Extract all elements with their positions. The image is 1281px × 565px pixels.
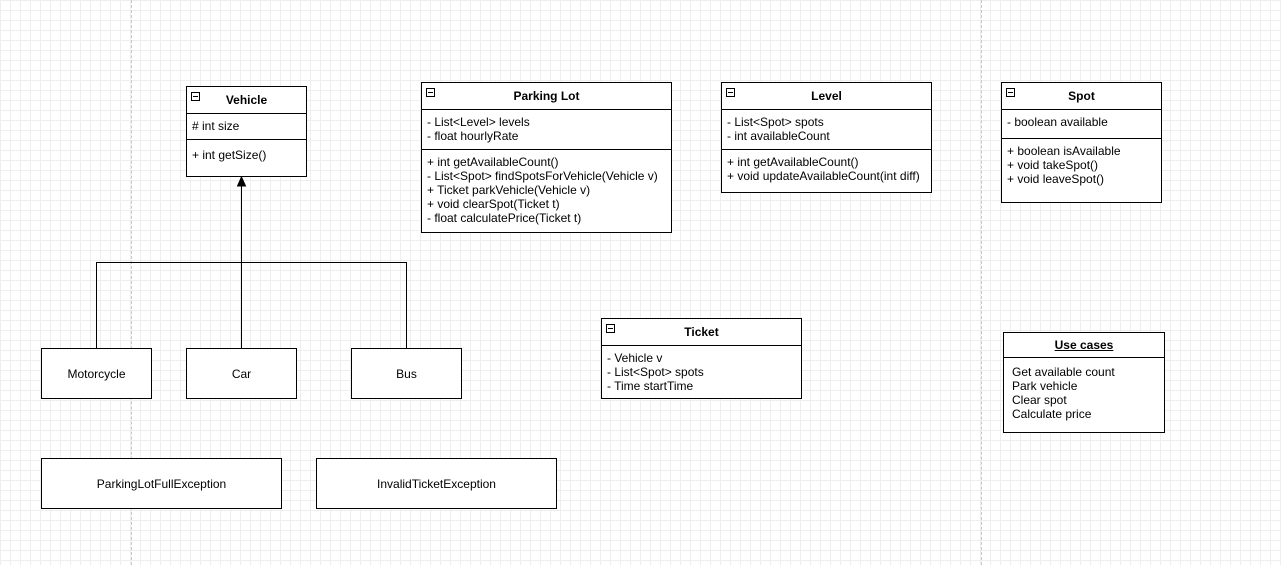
collapse-icon[interactable] bbox=[426, 88, 435, 97]
class-spot[interactable]: Spot - boolean available + boolean isAva… bbox=[1001, 82, 1162, 203]
use-case-item: Park vehicle bbox=[1012, 379, 1078, 393]
methods-section: + int getAvailableCount() + void updateA… bbox=[722, 149, 931, 189]
use-cases-box[interactable]: Use cases Get available count Park vehic… bbox=[1003, 332, 1165, 433]
method: + boolean isAvailable bbox=[1007, 144, 1121, 158]
class-motorcycle[interactable]: Motorcycle bbox=[41, 348, 152, 399]
attribute: - Vehicle v bbox=[607, 351, 663, 365]
class-parking-lot[interactable]: Parking Lot - List<Level> levels - float… bbox=[421, 82, 672, 233]
class-name: Motorcycle bbox=[67, 366, 126, 381]
class-name: InvalidTicketException bbox=[377, 476, 496, 491]
use-case-item: Get available count bbox=[1012, 365, 1115, 379]
class-name: ParkingLotFullException bbox=[96, 476, 227, 491]
attribute: - List<Spot> spots bbox=[607, 365, 704, 379]
method: - List<Spot> findSpotsForVehicle(Vehicle… bbox=[427, 169, 658, 183]
attributes-section: - List<Spot> spots - int availableCount bbox=[722, 110, 931, 149]
method: + Ticket parkVehicle(Vehicle v) bbox=[427, 183, 591, 197]
class-name: Parking Lot bbox=[513, 89, 580, 103]
method: - float calculatePrice(Ticket t) bbox=[427, 211, 582, 225]
class-name: Bus bbox=[396, 366, 417, 381]
generalization-arrowhead bbox=[236, 175, 247, 187]
use-cases-list: Get available count Park vehicle Clear s… bbox=[1004, 358, 1164, 428]
collapse-icon[interactable] bbox=[606, 324, 615, 333]
attributes-section: - List<Level> levels - float hourlyRate bbox=[422, 110, 671, 149]
class-name: Level bbox=[811, 89, 842, 103]
method: + void leaveSpot() bbox=[1007, 172, 1105, 186]
attribute: # int size bbox=[192, 119, 240, 133]
class-name: Car bbox=[231, 366, 252, 381]
methods-section: + int getAvailableCount() - List<Spot> f… bbox=[422, 149, 671, 231]
class-vehicle[interactable]: Vehicle # int size + int getSize() bbox=[186, 86, 307, 177]
class-name: Spot bbox=[1068, 89, 1095, 103]
generalization-edge-bus bbox=[241, 262, 407, 348]
attribute: - float hourlyRate bbox=[427, 129, 519, 143]
methods-section: + int getSize() bbox=[187, 139, 306, 168]
generalization-edge-motorcycle bbox=[96, 262, 242, 348]
class-name: Ticket bbox=[684, 325, 719, 339]
attribute: - boolean available bbox=[1007, 115, 1108, 129]
class-parking-lot-full-exception[interactable]: ParkingLotFullException bbox=[41, 458, 282, 509]
method: + int getAvailableCount() bbox=[727, 155, 859, 169]
class-bus[interactable]: Bus bbox=[351, 348, 462, 399]
class-car[interactable]: Car bbox=[186, 348, 297, 399]
class-name: Vehicle bbox=[225, 93, 268, 107]
page-boundary-left bbox=[131, 0, 132, 565]
class-level[interactable]: Level - List<Spot> spots - int available… bbox=[721, 82, 932, 193]
class-invalid-ticket-exception[interactable]: InvalidTicketException bbox=[316, 458, 557, 509]
attribute: - int availableCount bbox=[727, 129, 830, 143]
attributes-section: # int size bbox=[187, 114, 306, 139]
method: + int getSize() bbox=[192, 148, 267, 162]
collapse-icon[interactable] bbox=[1006, 88, 1015, 97]
method: + void takeSpot() bbox=[1007, 158, 1099, 172]
method: + int getAvailableCount() bbox=[427, 155, 559, 169]
method: + void updateAvailableCount(int diff) bbox=[727, 169, 920, 183]
attributes-section: - Vehicle v - List<Spot> spots - Time st… bbox=[602, 346, 801, 399]
use-case-item: Clear spot bbox=[1012, 393, 1067, 407]
attributes-section: - boolean available bbox=[1002, 110, 1161, 138]
method: + void clearSpot(Ticket t) bbox=[427, 197, 560, 211]
use-cases-title: Use cases bbox=[1004, 333, 1164, 358]
use-case-item: Calculate price bbox=[1012, 407, 1092, 421]
collapse-icon[interactable] bbox=[726, 88, 735, 97]
page-boundary-right bbox=[981, 0, 982, 565]
attribute: - Time startTime bbox=[607, 379, 694, 393]
attribute: - List<Spot> spots bbox=[727, 115, 824, 129]
methods-section: + boolean isAvailable + void takeSpot() … bbox=[1002, 138, 1161, 192]
attribute: - List<Level> levels bbox=[427, 115, 530, 129]
collapse-icon[interactable] bbox=[191, 92, 200, 101]
class-ticket[interactable]: Ticket - Vehicle v - List<Spot> spots - … bbox=[601, 318, 802, 399]
